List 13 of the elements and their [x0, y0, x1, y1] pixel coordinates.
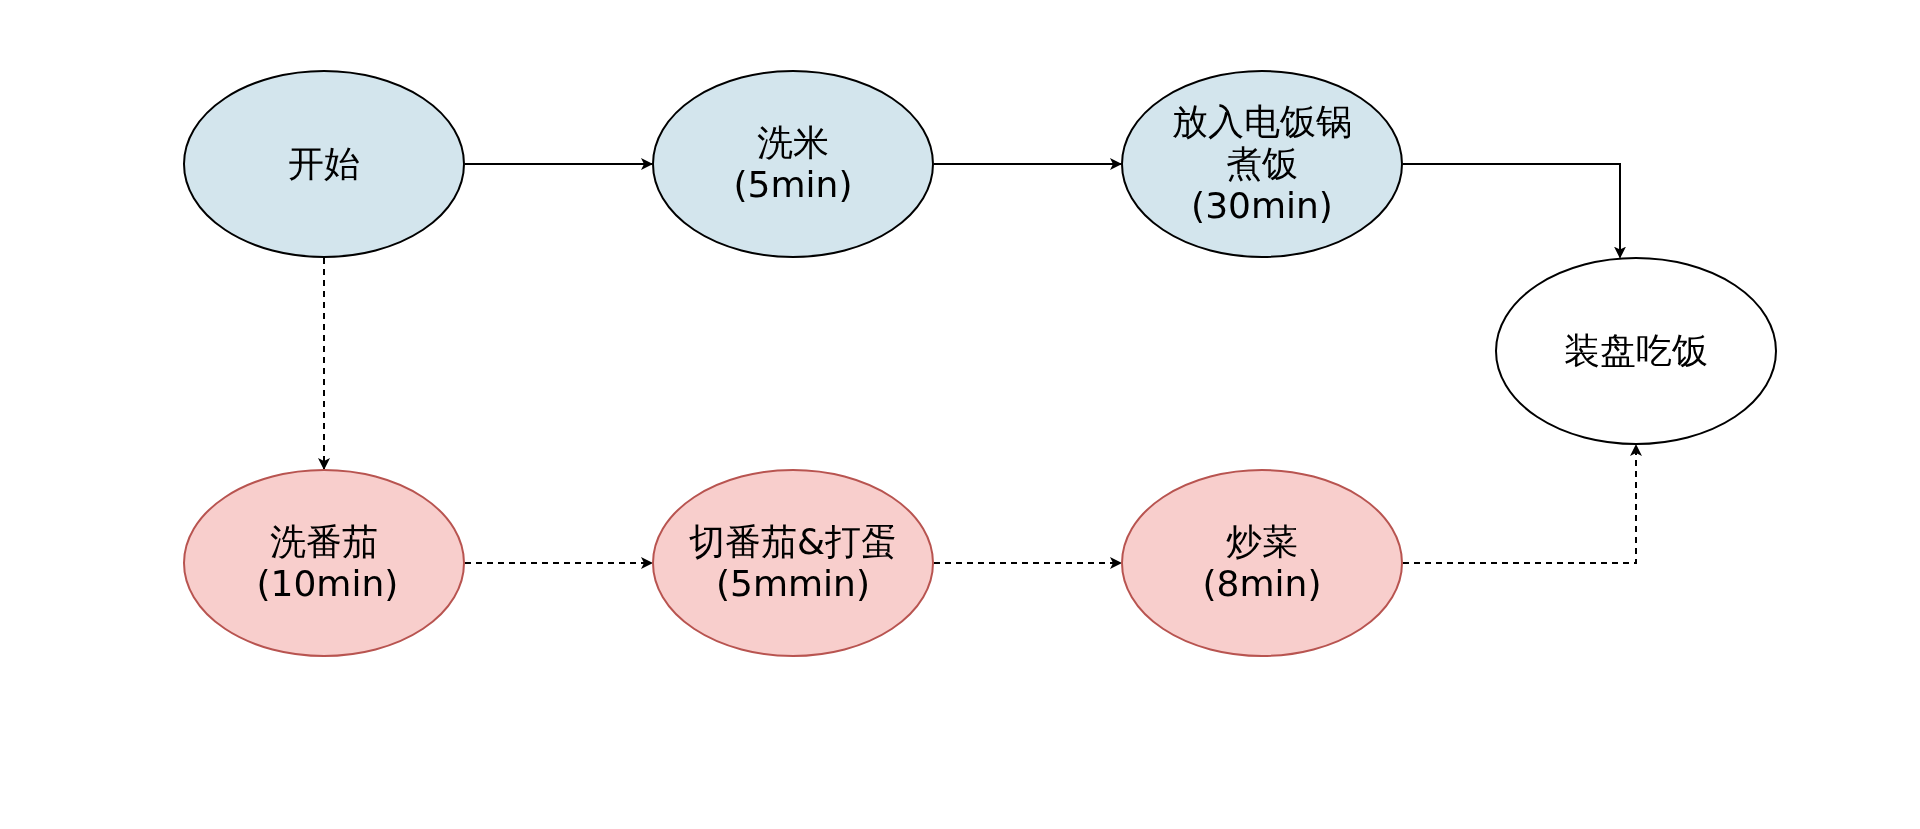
arrow: [933, 158, 1122, 170]
step-label: 炒菜 (8min): [1201, 521, 1323, 605]
step-label: 洗米 (5min): [732, 122, 854, 206]
arrow: [464, 557, 653, 569]
arrow: [464, 158, 653, 170]
arrow: [1402, 444, 1642, 564]
step-label: 放入电饭锅煮饭 (30min): [1171, 101, 1353, 227]
arrow: [933, 557, 1122, 569]
step-label: 切番茄&打蛋 (5mmin): [687, 521, 899, 605]
step-label: 开始: [288, 143, 360, 185]
step-label: 装盘吃饭: [1564, 330, 1708, 372]
arrow: [1402, 163, 1626, 259]
arrow: [318, 257, 330, 470]
